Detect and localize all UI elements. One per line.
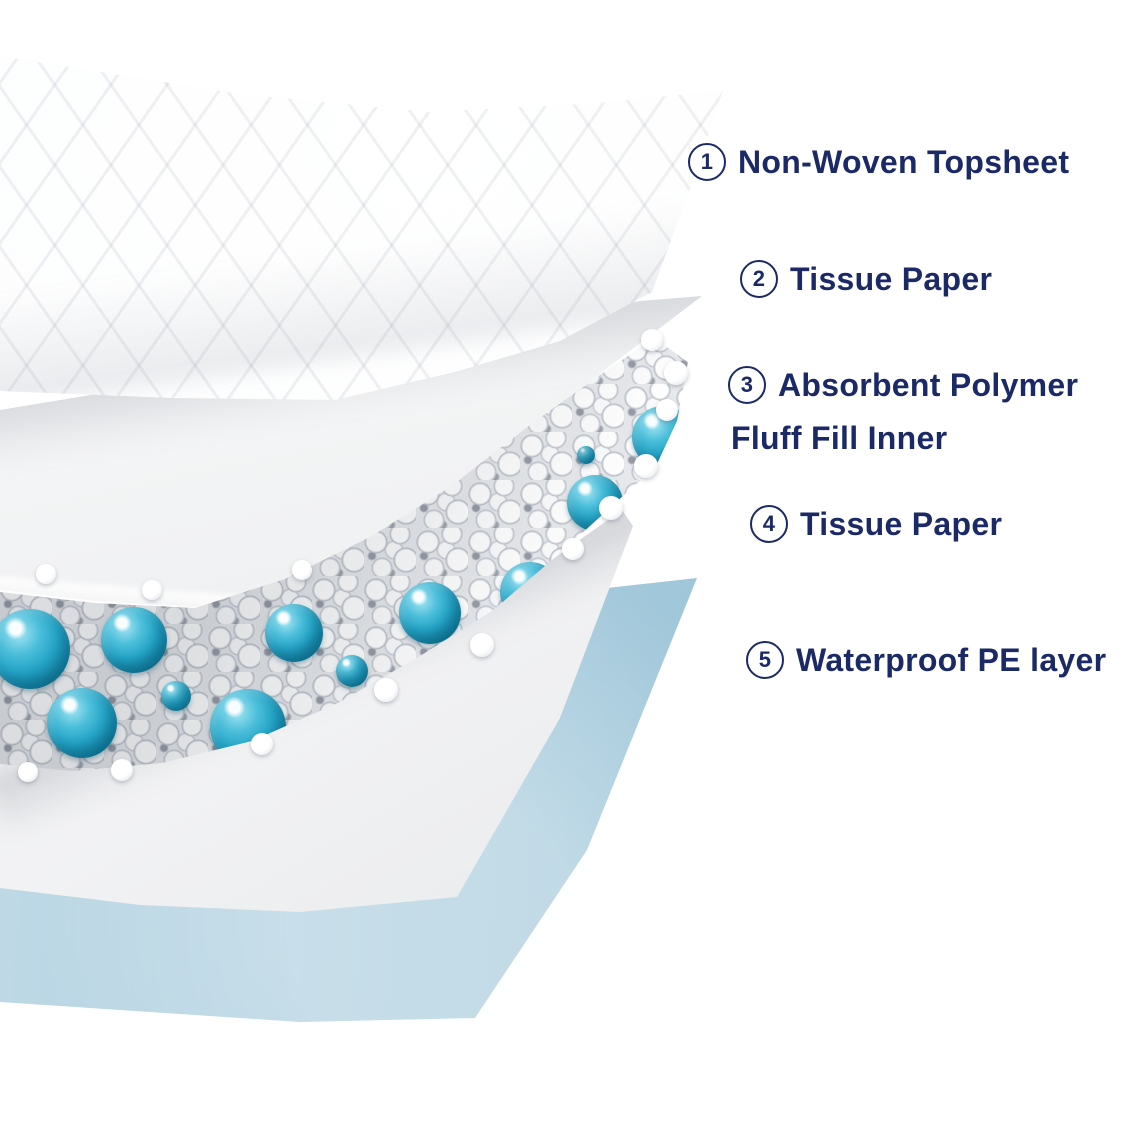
label-number-5: 5 [746, 641, 784, 679]
label-number-4: 4 [750, 505, 788, 543]
white-pebble [656, 399, 678, 421]
polymer-bead [0, 609, 70, 689]
polymer-bead [47, 688, 117, 758]
white-pebble [292, 560, 312, 580]
white-pebble [374, 678, 398, 702]
white-pebble [111, 759, 133, 781]
label-waterproof-pe-layer: 5 Waterproof PE layer [746, 641, 1106, 679]
label-nonwoven-topsheet: 1 Non-Woven Topsheet [688, 143, 1069, 181]
polymer-bead [101, 607, 167, 673]
polymer-bead [336, 655, 368, 687]
label-number-1: 1 [688, 143, 726, 181]
label-tissue-paper-lower: 4 Tissue Paper [750, 505, 1002, 543]
white-pebble [36, 564, 56, 584]
label-absorbent-polymer: 3 Absorbent Polymer [728, 366, 1078, 404]
label-text-nonwoven-topsheet: Non-Woven Topsheet [738, 143, 1070, 180]
label-fluff-fill-inner: Fluff Fill Inner [731, 420, 947, 457]
label-text-tissue-paper-upper: Tissue Paper [790, 260, 993, 297]
label-number-3: 3 [728, 366, 766, 404]
white-pebble [562, 538, 584, 560]
white-pebble [142, 580, 162, 600]
label-text-fluff-fill-inner: Fluff Fill Inner [731, 420, 948, 456]
white-pebble [641, 329, 663, 351]
white-pebble [599, 496, 623, 520]
white-pebble [634, 454, 658, 478]
white-pebble [470, 633, 494, 657]
label-tissue-paper-upper: 2 Tissue Paper [740, 260, 992, 298]
white-pebble [251, 733, 273, 755]
white-pebble [664, 361, 688, 385]
polymer-bead [577, 446, 595, 464]
polymer-bead [265, 604, 323, 662]
polymer-bead [399, 582, 461, 644]
label-text-waterproof-pe-layer: Waterproof PE layer [796, 641, 1107, 678]
label-text-tissue-paper-lower: Tissue Paper [800, 505, 1003, 542]
label-text-absorbent-polymer: Absorbent Polymer [778, 366, 1079, 403]
label-number-2: 2 [740, 260, 778, 298]
white-pebble [18, 762, 38, 782]
polymer-bead [161, 681, 191, 711]
